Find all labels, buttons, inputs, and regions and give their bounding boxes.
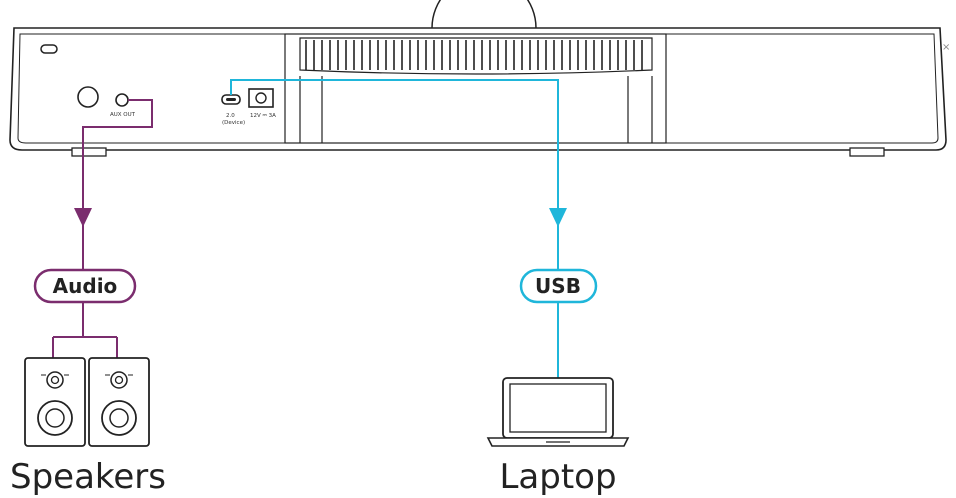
grille-section	[284, 33, 667, 144]
audio-arrow-icon	[74, 208, 92, 227]
audio-pill	[33, 268, 137, 304]
left-foot	[71, 147, 107, 157]
usb-connection: USB	[230, 79, 598, 378]
usb-version-label: 2.0	[226, 113, 235, 119]
usb-label: USB	[535, 274, 581, 298]
laptop-icon	[486, 377, 630, 447]
audio-port-large	[77, 86, 99, 108]
audio-label: Audio	[53, 274, 118, 298]
power-rating-label: 12V ⎓ 3A	[250, 113, 276, 119]
corner-mark: ×	[942, 42, 950, 53]
usb-arrow-icon	[549, 208, 567, 227]
usb-mode-label: (Device)	[222, 120, 245, 126]
aux-out-label: AUX OUT	[110, 112, 136, 118]
video-bar-device: AUX OUT 2.0 (Device) 12V ⎓ 3A ×	[9, 0, 950, 157]
speakers-label: Speakers	[10, 457, 166, 497]
camera-dome-icon	[431, 0, 537, 29]
audio-connection: Audio	[33, 99, 153, 358]
lock-slot-icon	[40, 44, 58, 54]
aux-out-port	[115, 93, 129, 107]
speaker-pair-icon	[24, 357, 150, 447]
speaker-left-icon	[24, 357, 86, 447]
laptop-label: Laptop	[499, 457, 616, 497]
speaker-right-icon	[88, 357, 150, 447]
right-foot	[849, 147, 885, 157]
